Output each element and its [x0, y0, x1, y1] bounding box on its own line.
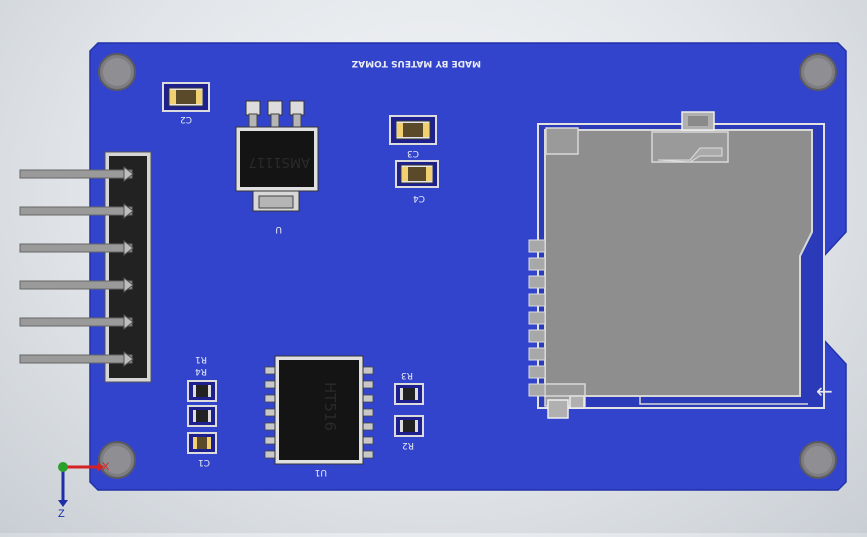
resistor-r3[interactable] — [394, 383, 424, 405]
capacitor-c2[interactable] — [162, 82, 210, 112]
label-u-regulator: U — [275, 224, 282, 234]
label-r2: R2 — [402, 440, 414, 450]
sd-contact — [528, 383, 546, 397]
sd-contact — [528, 347, 546, 361]
header-pin — [19, 313, 134, 331]
label-c2: C2 — [180, 114, 192, 124]
pin-header[interactable] — [19, 151, 152, 383]
header-pin — [19, 165, 134, 183]
buffer-ic-u1[interactable] — [264, 355, 374, 465]
label-r4: R4 — [195, 366, 207, 376]
sd-contact — [528, 239, 546, 253]
sd-contact — [528, 257, 546, 271]
mounting-hole-bottom-left — [98, 441, 136, 479]
axis-z-label: Z — [58, 508, 65, 520]
sd-card-socket[interactable] — [528, 111, 825, 419]
buffer-marking: HT516 — [321, 382, 339, 431]
label-c4: C4 — [413, 193, 425, 203]
header-pin — [19, 202, 134, 220]
brand-silkscreen: MADE BY MATEUS TOMAZ — [351, 58, 481, 68]
resistor-r1[interactable] — [187, 380, 217, 402]
mounting-hole-top-right — [799, 53, 837, 91]
sd-contact — [528, 293, 546, 307]
regulator-ams1117[interactable] — [235, 100, 319, 212]
sd-contact — [528, 329, 546, 343]
label-c3: C3 — [407, 148, 419, 158]
header-pin — [19, 276, 134, 294]
label-r1: R1 — [195, 354, 207, 364]
regulator-marking: AMS1117 — [249, 154, 310, 169]
axis-x-label: X — [102, 461, 110, 473]
mounting-hole-top-left — [98, 53, 136, 91]
label-u1: U1 — [315, 467, 327, 477]
header-pin — [19, 350, 134, 368]
coordinate-triad — [58, 462, 104, 507]
header-pin — [19, 239, 134, 257]
sd-contact — [528, 365, 546, 379]
mounting-hole-bottom-right — [799, 441, 837, 479]
label-r3: R3 — [401, 370, 413, 380]
sd-contact — [528, 275, 546, 289]
capacitor-c3[interactable] — [389, 115, 437, 145]
resistor-r2[interactable] — [394, 415, 424, 437]
capacitor-c1[interactable] — [187, 432, 217, 454]
capacitor-c4[interactable] — [395, 160, 439, 188]
card-insert-arrow: ← — [816, 379, 833, 403]
label-c1: C1 — [198, 457, 210, 467]
sd-contact — [528, 311, 546, 325]
resistor-r4[interactable] — [187, 405, 217, 427]
